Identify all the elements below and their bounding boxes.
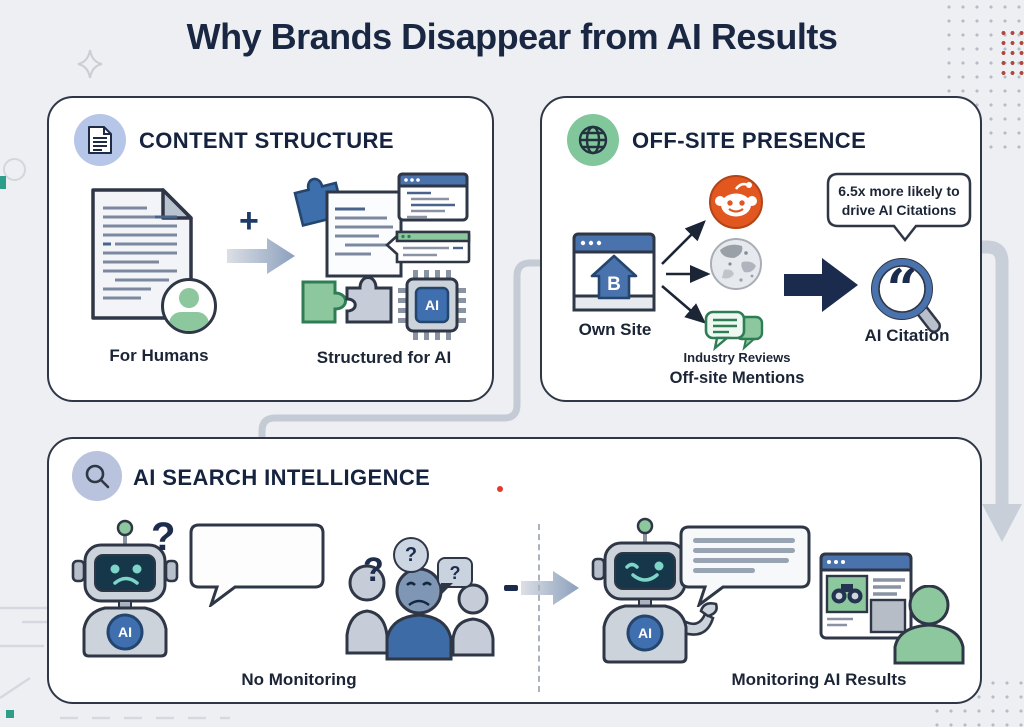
empty-speech-bubble: [189, 523, 325, 607]
own-site-window-icon: B: [572, 232, 656, 312]
green-person-icon: [893, 585, 965, 665]
chip-label: AI: [425, 297, 439, 313]
globe-badge: [567, 114, 619, 166]
question-circle: ?: [393, 537, 429, 573]
confused-people-icon: [345, 564, 495, 661]
transition-arrow-icon: [521, 571, 579, 605]
globe-icon: [578, 125, 608, 155]
puzzle-piece-gray-icon: [345, 276, 393, 324]
industry-reviews-label: Industry Reviews: [683, 350, 791, 365]
own-site-label: Own Site: [578, 320, 652, 339]
section-divider: [538, 524, 540, 692]
structured-sheet-illustration: [325, 190, 403, 278]
search-icon: [85, 464, 110, 489]
offsite-presence-panel: OFF-SITE PRESENCE B Own Site: [540, 96, 982, 402]
citation-callout: 6.5x more likely to drive AI Citations: [826, 172, 972, 243]
person-avatar-icon: [161, 278, 217, 334]
sparkle-icon: [77, 49, 103, 79]
quote-glyph: “: [886, 257, 917, 321]
monitoring-label: Monitoring AI Results: [731, 670, 907, 689]
happy-robot-icon: AI: [591, 517, 718, 664]
ai-search-intelligence-title: AI SEARCH INTELLIGENCE: [133, 465, 431, 490]
red-dot-decoration: [497, 486, 503, 492]
document-icon: [88, 126, 112, 154]
content-structure-title: CONTENT STRUCTURE: [139, 128, 394, 153]
right-arrow-icon: [227, 238, 295, 274]
wikipedia-icon: [710, 238, 762, 290]
content-structure-panel: CONTENT STRUCTURE For Humans +: [47, 96, 494, 402]
no-monitoring-label: No Monitoring: [241, 670, 357, 689]
teal-square-left: [0, 176, 6, 189]
callout-line2: drive AI Citations: [842, 202, 957, 218]
human-document-illustration: [91, 188, 193, 320]
page-title: Why Brands Disappear from AI Results: [186, 16, 838, 57]
reddit-icon: [709, 175, 763, 229]
ai-citation-label: AI Citation: [864, 326, 950, 345]
code-window-green-icon: [385, 230, 471, 264]
fanout-arrows: [661, 220, 711, 324]
sad-robot-icon: AI: [71, 519, 179, 658]
robot-chest-label: AI: [118, 624, 132, 640]
robot-chest-label: AI: [638, 625, 652, 641]
question-bubble: ?: [437, 557, 473, 595]
dash-decoration: [504, 585, 518, 591]
citation-arrow-icon: [784, 258, 858, 312]
teal-square-bottom: [6, 710, 14, 718]
question-mark: ?: [151, 515, 176, 559]
quote-magnifier-icon: “: [871, 257, 941, 333]
document-badge: [74, 114, 126, 166]
for-humans-label: For Humans: [109, 346, 209, 365]
code-window-blue-icon: [397, 172, 469, 222]
structured-for-ai-label: Structured for AI: [316, 348, 452, 367]
plus-sign: +: [239, 202, 259, 240]
question-mark: ?: [363, 551, 384, 589]
own-site-letter: B: [607, 274, 621, 295]
callout-line1: 6.5x more likely to: [838, 183, 959, 199]
circle-decoration: [3, 158, 26, 181]
text-speech-bubble: [679, 525, 811, 607]
ai-search-intelligence-panel: AI SEARCH INTELLIGENCE AI ? No Monitorin…: [47, 437, 982, 704]
red-dot-grid: [999, 28, 1024, 76]
ai-chip-icon: AI: [398, 270, 466, 340]
puzzle-piece-green-icon: [301, 280, 347, 324]
offsite-presence-title: OFF-SITE PRESENCE: [632, 128, 867, 153]
search-badge: [72, 451, 122, 501]
chat-bubbles-icon: [704, 310, 764, 352]
binoculars-icon: [831, 584, 863, 604]
offsite-mentions-label: Off-site Mentions: [669, 369, 805, 387]
